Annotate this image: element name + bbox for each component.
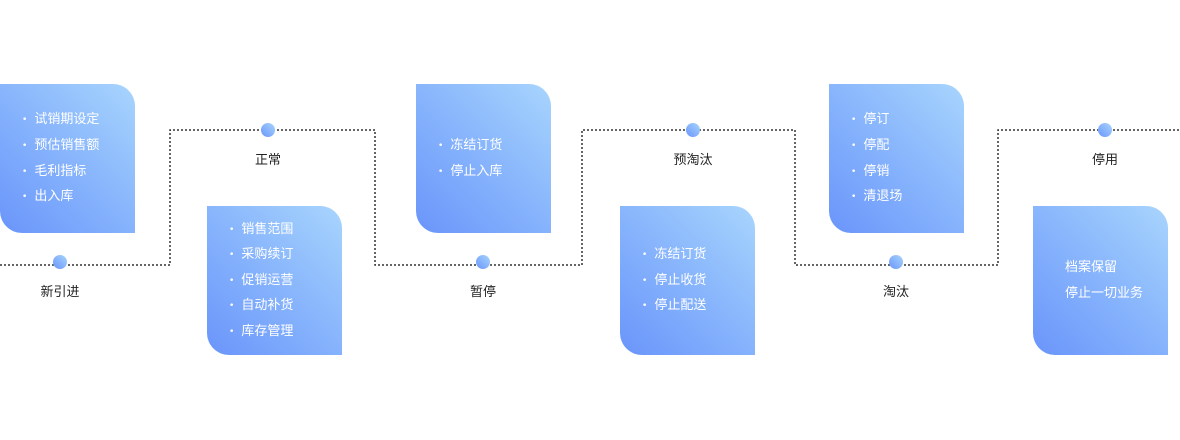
list-item: 冻结订货 (642, 242, 755, 268)
list-item: 试销期设定 (22, 107, 135, 133)
list-item: 停止入库 (438, 159, 551, 185)
stage-card-new: 试销期设定 预估销售额 毛利指标 出入库 (0, 84, 135, 233)
list-item: 停止配送 (642, 293, 755, 319)
list-item: 预估销售额 (22, 133, 135, 159)
list-item: 销售范围 (229, 217, 342, 243)
stage-dot (261, 123, 275, 137)
list-item: 停止收货 (642, 268, 755, 294)
stage-label: 淘汰 (882, 285, 910, 300)
stage-dot (889, 255, 903, 269)
stage-label: 停用 (1091, 153, 1119, 168)
stage-label: 暂停 (469, 285, 497, 300)
list-item: 档案保留 (1065, 259, 1118, 275)
list-item: 停配 (851, 133, 964, 159)
stage-dot (53, 255, 67, 269)
list-item: 采购续订 (229, 242, 342, 268)
stage-card-eliminate: 停订 停配 停销 清退场 (829, 84, 964, 233)
stage-card-paused: 冻结订货 停止入库 (416, 84, 551, 233)
list-item: 停销 (851, 159, 964, 185)
stage-label: 预淘汰 (673, 153, 713, 168)
stage-card-pre-eliminate: 冻结订货 停止收货 停止配送 (620, 206, 755, 355)
list-item: 冻结订货 (438, 133, 551, 159)
stage-card-normal: 销售范围 采购续订 促销运营 自动补货 库存管理 (207, 206, 342, 355)
list-item: 出入库 (22, 184, 135, 210)
list-item: 清退场 (851, 184, 964, 210)
list-item: 毛利指标 (22, 159, 135, 185)
list-item: 库存管理 (229, 319, 342, 345)
stage-dot (476, 255, 490, 269)
stage-dot (1098, 123, 1112, 137)
list-item: 自动补货 (229, 293, 342, 319)
list-item: 促销运营 (229, 268, 342, 294)
list-item: 停订 (851, 107, 964, 133)
stage-label: 正常 (254, 153, 282, 168)
list-item: 停止一切业务 (1065, 285, 1144, 301)
stage-label: 新引进 (40, 285, 80, 300)
stage-card-disabled: 档案保留 停止一切业务 (1033, 206, 1168, 355)
stage-dot (686, 123, 700, 137)
